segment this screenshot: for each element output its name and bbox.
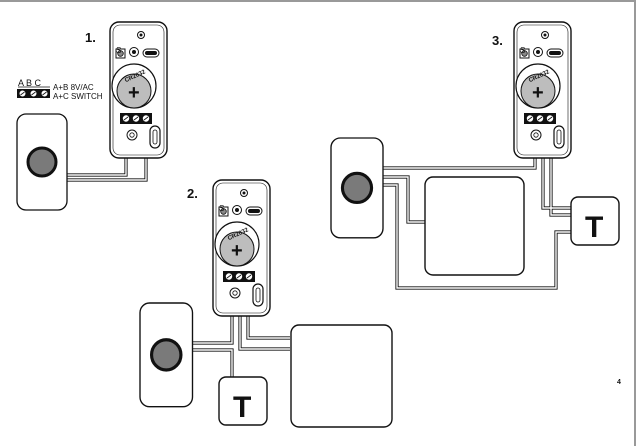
transformer-label-2: T (233, 391, 251, 424)
page-number: 4 (617, 379, 621, 386)
diagram-1: 1. A B C A+B 8V/AC A+C SWITCH S CR2032 + (15, 21, 168, 212)
diagram-3: 3. T S CR2032 + (329, 21, 620, 290)
terminal-strip-icon (17, 89, 50, 98)
legend-line-2: A+C SWITCH (53, 92, 103, 101)
battery-plus-1: + (128, 82, 140, 104)
legend-line-1: A+B 8V/AC (53, 83, 94, 92)
transformer-label-3: T (585, 211, 603, 244)
step-1-label: 1. (85, 30, 96, 45)
doorbell-push-2 (138, 301, 195, 409)
terminal-letters: A B C (18, 78, 42, 88)
switch-label-2: S (219, 204, 224, 213)
battery-plus-2: + (231, 240, 243, 262)
doorbell-push-1 (15, 112, 69, 212)
switch-label-3: S (520, 46, 525, 55)
battery-plus-3: + (532, 82, 544, 104)
chime-box-2 (290, 324, 393, 428)
step-3-label: 3. (492, 33, 503, 48)
diagram-2: 2. T S CR2032 + (138, 179, 393, 428)
step-2-label: 2. (187, 186, 198, 201)
switch-label-1: S (116, 46, 121, 55)
doorbell-push-3 (329, 136, 385, 240)
chime-box-3 (424, 176, 525, 276)
